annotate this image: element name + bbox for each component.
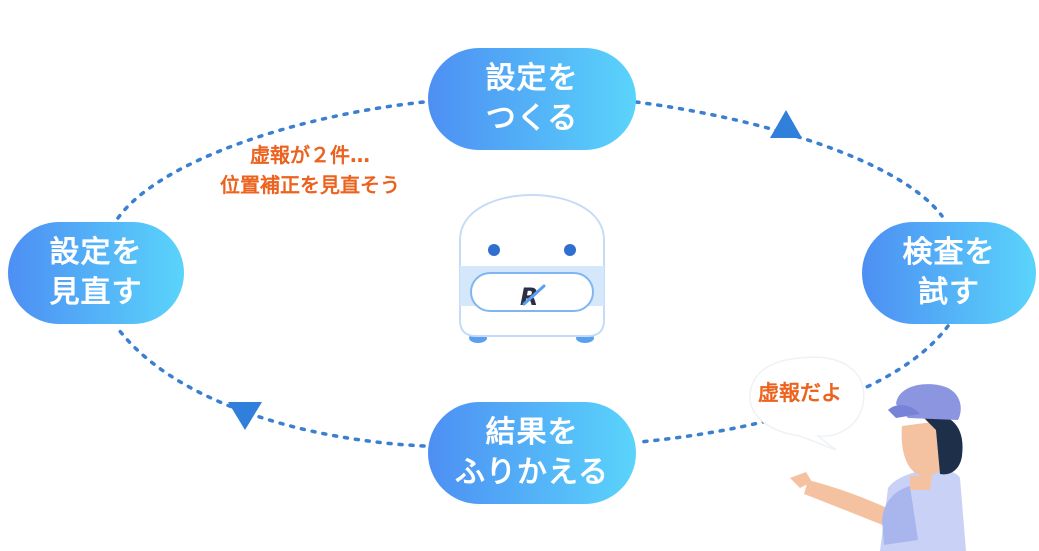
step-review-results: 結果を ふりかえる [428,402,636,504]
step-label-line2: 見直す [49,275,143,310]
step-label-line1: 結果を [485,415,579,450]
person-icon [790,384,966,551]
person-remark: 虚報だよ [758,381,842,405]
robot-remark: 虚報が２件… 位置補正を見直そう [190,140,430,200]
path-left-top [116,100,426,220]
step-create-settings: 設定を つくる [428,48,636,150]
path-top-right [634,100,944,218]
step-label-line2: つくる [485,101,579,136]
step-label-line1: 設定を [485,61,579,96]
triangle-up-icon [770,110,802,138]
robot-icon: R [459,194,605,343]
step-revise-settings: 設定を 見直す [8,222,184,324]
svg-text:R: R [520,283,538,311]
step-try-inspection: 検査を 試す [862,222,1036,324]
step-label-line2: 試す [918,275,980,310]
speech-bubble [749,356,865,451]
robot-remark-line1: 虚報が２件… [250,143,370,167]
triangle-down-icon [228,402,262,430]
path-bottom-left [114,324,426,448]
step-label-line1: 設定を [49,235,143,270]
step-label-line2: ふりかえる [454,455,610,490]
step-label-line1: 検査を [902,235,996,270]
r-logo-icon: R [520,283,546,311]
robot-remark-line2: 位置補正を見直そう [220,173,400,197]
